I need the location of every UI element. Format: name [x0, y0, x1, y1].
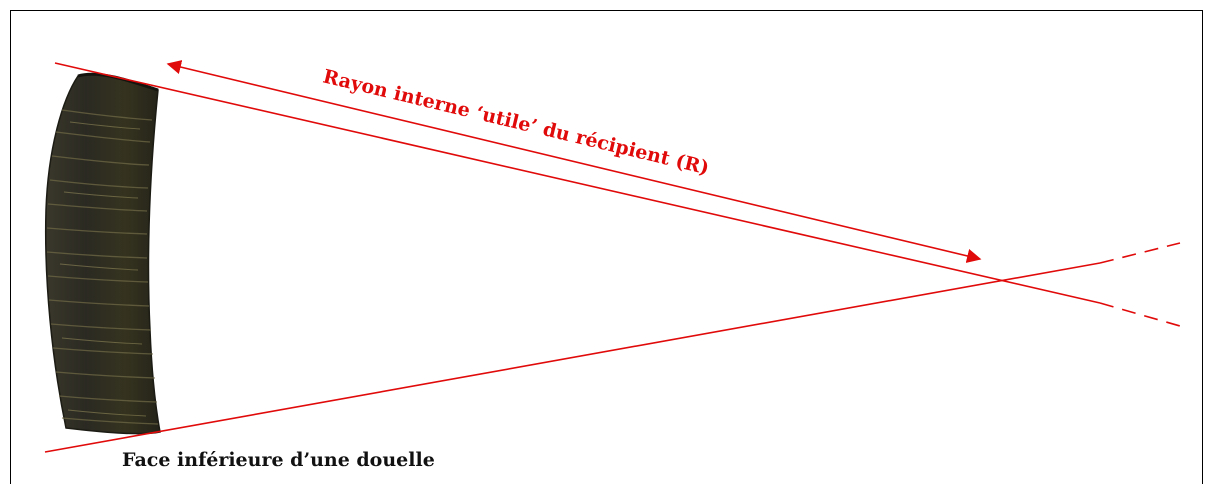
- stave-highlights: [59, 121, 147, 417]
- stave-fragment: [44, 72, 161, 435]
- upper-line: [54, 62, 1101, 304]
- lower-line-extension: [1099, 242, 1181, 264]
- radius-label: Rayon interne ‘utile’ du récipient (R): [321, 65, 711, 179]
- figure-caption: Face inférieure d’une douelle: [122, 449, 435, 471]
- lower-line: [44, 262, 1101, 453]
- figure-frame: [10, 10, 1203, 484]
- stave-texture: [46, 109, 159, 425]
- radius-arrow: [166, 60, 982, 263]
- construction-lines: [44, 60, 1181, 453]
- upper-line-extension: [1099, 302, 1181, 327]
